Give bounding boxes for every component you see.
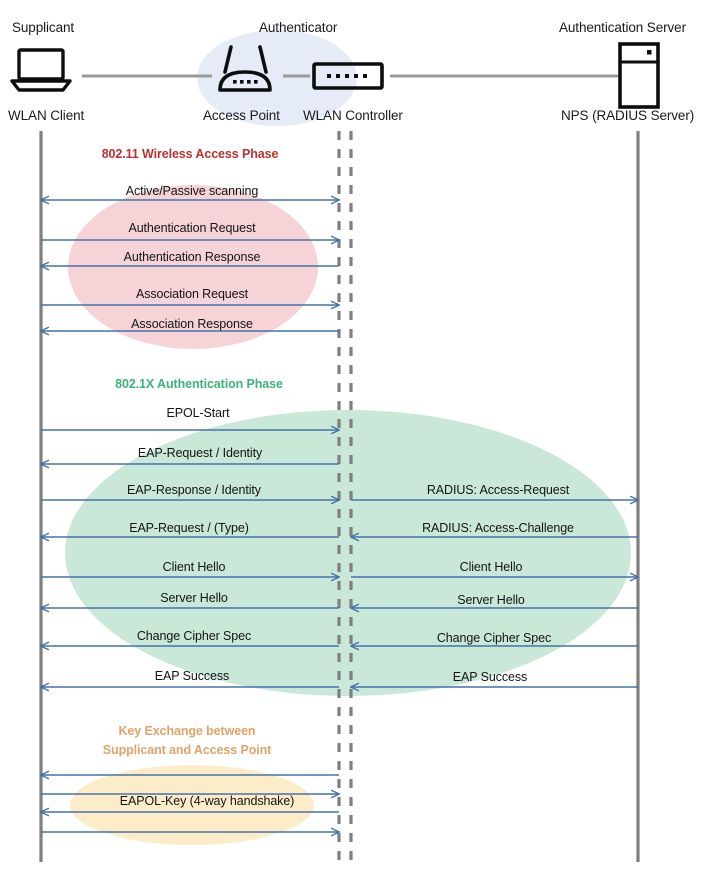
message-arrows <box>41 200 638 832</box>
message-label-m4: Association Request <box>135 287 249 301</box>
message-label-m11: Server Hello <box>160 591 228 605</box>
ellipse-key-exchange-phase <box>70 765 314 845</box>
message-label-m12: Change Cipher Spec <box>136 629 252 643</box>
message-label-m22: EAPOL-Key (4-way handshake) <box>119 794 295 808</box>
message-label-m1: Active/Passive scanning <box>125 184 259 198</box>
icon-laptop <box>10 48 72 92</box>
ellipse-wireless-access-phase <box>68 185 318 349</box>
message-label-m5: Association Response <box>131 317 253 331</box>
phase-label-line: 802.1X Authentication Phase <box>115 377 283 391</box>
phase-ellipses <box>65 30 631 845</box>
message-label-m9: EAP-Request / (Type) <box>129 521 249 535</box>
role-label-authenticator: Authenticator <box>259 20 338 35</box>
ellipse-dot1x-auth-phase <box>65 410 631 696</box>
message-label-m10: Client Hello <box>162 560 226 574</box>
phase-label-line: Key Exchange between <box>118 724 256 738</box>
icon-server-rack <box>618 42 660 109</box>
role-label-authentication-server: Authentication Server <box>559 20 686 35</box>
device-label-wlan-client: WLAN Client <box>8 108 85 123</box>
device-label-nps-radius-server: NPS (RADIUS Server) <box>561 108 695 123</box>
message-label-m16: Client Hello <box>459 560 523 574</box>
message-label-m17: Server Hello <box>457 593 525 607</box>
device-label-access-point: Access Point <box>203 108 280 123</box>
message-label-m3: Authentication Response <box>123 250 261 264</box>
message-label-m13: EAP Success <box>154 669 230 683</box>
message-label-m19: EAP Success <box>452 670 528 684</box>
phase-label-line: 802.11 Wireless Access Phase <box>101 147 279 161</box>
phase-label-wireless-access: 802.11 Wireless Access Phase <box>102 147 279 161</box>
ellipse-authenticator-group <box>197 30 357 126</box>
message-label-m14: RADIUS: Access-Request <box>426 483 570 497</box>
icon-network-switch <box>312 62 384 90</box>
message-label-m15: RADIUS: Access-Challenge <box>422 521 574 535</box>
phase-label-dot1x-auth: 802.1X Authentication Phase <box>115 377 283 391</box>
message-label-m2: Authentication Request <box>128 221 256 235</box>
phase-label-line: Supplicant and Access Point <box>102 743 272 757</box>
message-label-m6: EPOL-Start <box>166 406 230 420</box>
role-label-supplicant: Supplicant <box>12 20 75 35</box>
message-label-m7: EAP-Request / Identity <box>137 446 263 460</box>
message-label-m18: Change Cipher Spec <box>436 631 552 645</box>
message-label-m8: EAP-Response / Identity <box>127 483 261 497</box>
device-label-wlan-controller: WLAN Controller <box>303 108 403 123</box>
icon-wireless-router <box>218 45 272 92</box>
